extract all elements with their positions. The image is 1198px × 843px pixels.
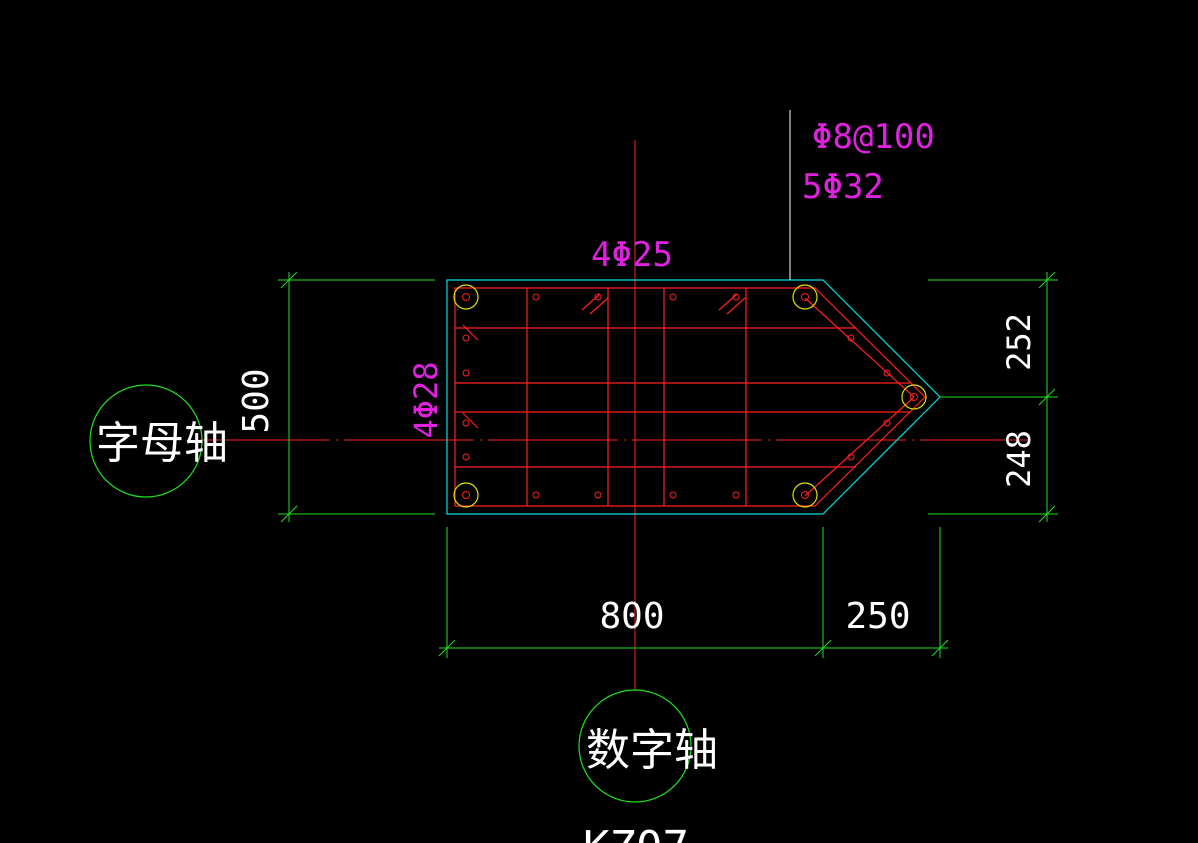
- corner-rebar-outer: [901, 384, 927, 410]
- tie-hook: [462, 412, 479, 429]
- stirrup-group: [454, 287, 926, 507]
- dim-tip-text: 250: [845, 596, 910, 637]
- rebar: [532, 293, 540, 301]
- rebar: [669, 293, 677, 301]
- dimension-lines: [278, 271, 1058, 658]
- tick: [931, 639, 949, 657]
- corner-rebar-outer: [792, 284, 818, 310]
- tie-hook: [726, 297, 746, 315]
- top-bars-label[interactable]: 4Φ25: [591, 235, 673, 275]
- corner-rebar-outer: [453, 284, 479, 310]
- rebar: [847, 453, 855, 461]
- dim-height-text: 500: [236, 368, 277, 433]
- dim-upper-text: 252: [1000, 313, 1038, 371]
- tick: [1038, 271, 1056, 289]
- tick: [280, 271, 298, 289]
- corner-rebar-inner: [801, 491, 809, 499]
- callout-rebar-text[interactable]: 5Φ32: [802, 167, 884, 207]
- corner-rebar-outer: [792, 482, 818, 508]
- tie-hook: [718, 293, 738, 311]
- rebar: [532, 491, 540, 499]
- bottom-partial-text: KZ07: [583, 822, 689, 843]
- column-section-outline[interactable]: [446, 279, 941, 515]
- rebar: [462, 453, 470, 461]
- distribution-bars: [462, 293, 891, 499]
- tick: [814, 639, 832, 657]
- corner-rebar-inner: [801, 293, 809, 301]
- rebar: [732, 491, 740, 499]
- rebar: [462, 419, 470, 427]
- dim-lower-text: 248: [1000, 430, 1038, 488]
- tick: [1038, 388, 1056, 406]
- rebar: [732, 293, 740, 301]
- tick: [1038, 505, 1056, 523]
- letter-axis-bubble[interactable]: [89, 384, 203, 498]
- corner-rebar-inner: [462, 293, 470, 301]
- rebar: [847, 334, 855, 342]
- tie-diag-lower: [804, 396, 915, 497]
- rebar: [883, 419, 891, 427]
- callout-stirrup-text[interactable]: Φ8@100: [812, 117, 935, 157]
- rebar: [594, 293, 602, 301]
- dim-width-text: 800: [599, 596, 664, 637]
- number-axis-bubble[interactable]: [578, 689, 692, 803]
- rebar: [883, 369, 891, 377]
- tie-hook: [581, 293, 601, 311]
- axis-lines: [200, 140, 1030, 690]
- corner-bars: [453, 284, 927, 508]
- tie-diag-upper: [804, 297, 915, 398]
- letter-axis-label: 字母轴: [96, 418, 228, 469]
- number-axis-label: 数字轴: [586, 725, 718, 776]
- tie-hook: [589, 297, 609, 315]
- corner-rebar-inner: [910, 393, 918, 401]
- side-bars-label[interactable]: 4Φ28: [407, 361, 445, 438]
- tie-hook: [462, 324, 479, 341]
- outer-stirrup: [454, 287, 926, 507]
- rebar: [669, 491, 677, 499]
- corner-rebar-inner: [462, 491, 470, 499]
- rebar: [594, 491, 602, 499]
- corner-rebar-outer: [453, 482, 479, 508]
- tick: [280, 505, 298, 523]
- tick: [438, 639, 456, 657]
- rebar: [462, 369, 470, 377]
- rebar: [462, 334, 470, 342]
